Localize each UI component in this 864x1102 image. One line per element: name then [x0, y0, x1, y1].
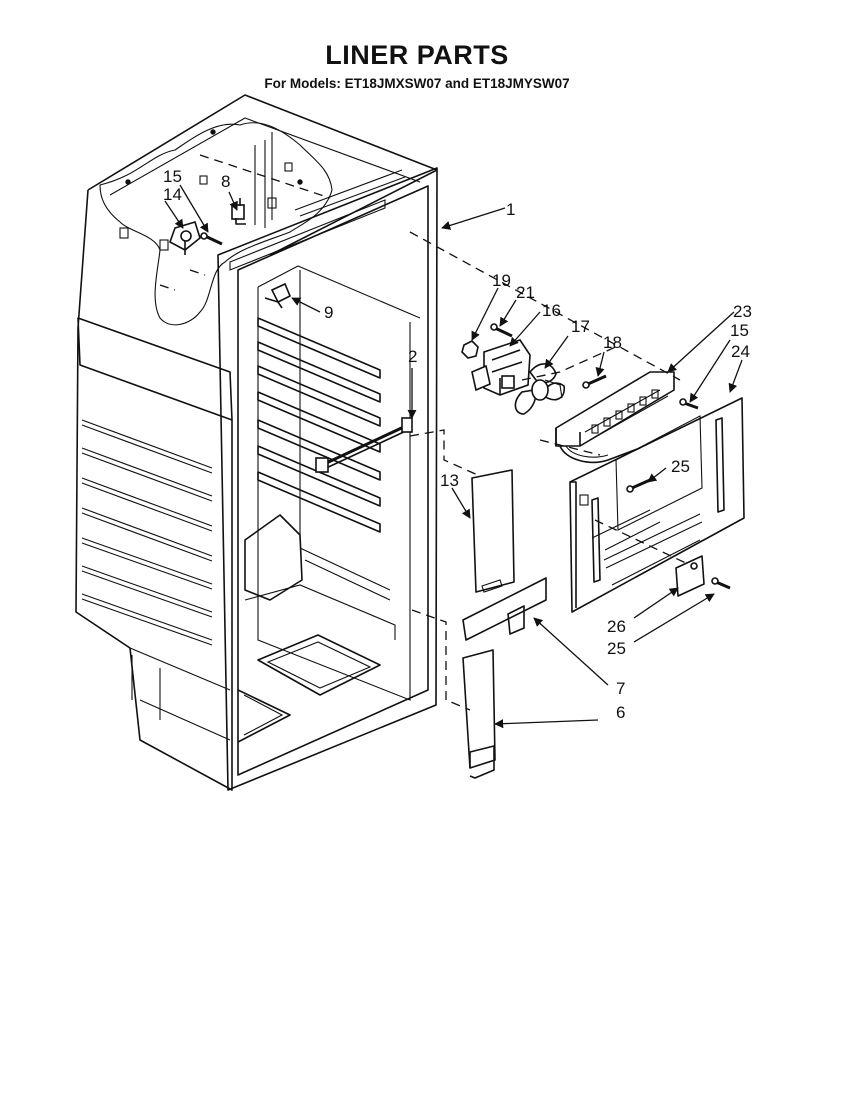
part-9-bracket [264, 282, 292, 309]
part-26-plate [675, 555, 705, 597]
callout-16: 16 [542, 301, 561, 320]
callout-26: 26 [607, 617, 626, 636]
front-flange-outer [217, 167, 438, 791]
callout-23: 23 [733, 302, 752, 321]
callout-7: 7 [616, 679, 625, 698]
callout-2: 2 [408, 347, 417, 366]
callout-19: 19 [492, 271, 511, 290]
part-17-fan-blade [514, 363, 566, 415]
callout-1: 1 [506, 200, 515, 219]
leader-lines [164, 184, 743, 729]
part-21-screw [490, 323, 513, 338]
part-15-screw-top [200, 232, 223, 246]
part-25-screw-upper [626, 478, 651, 493]
part-8-clip [231, 198, 246, 225]
part-13-duct-panel [471, 469, 515, 593]
part-6-lower-duct [462, 649, 496, 779]
callout-8: 8 [221, 172, 230, 191]
front-flange-inner [237, 185, 429, 776]
callout-labels: 1 2 6 7 8 9 13 14 15 15 16 17 18 19 21 2… [163, 167, 752, 722]
part-25-screw-lower [711, 577, 731, 590]
crisper-drawer-recess [257, 634, 381, 696]
callout-17: 17 [571, 317, 590, 336]
callout-21: 21 [516, 283, 535, 302]
part-2-rod [315, 417, 413, 473]
crisper-cover [244, 514, 303, 601]
callout-25-lower: 25 [607, 639, 626, 658]
callout-6: 6 [616, 703, 625, 722]
part-15-screw-right [679, 398, 699, 410]
callout-15-top: 15 [163, 167, 182, 186]
shelf-rails [257, 317, 381, 533]
callout-18: 18 [603, 333, 622, 352]
liner-cabinet [75, 94, 438, 791]
assembly-lines [159, 154, 691, 711]
model-subtitle: For Models: ET18JMXSW07 and ET18JMYSW07 [264, 76, 570, 91]
part-14-control [169, 221, 201, 255]
part-18-screw [582, 374, 607, 389]
part-23-fan-shroud [555, 371, 675, 464]
liner-band [77, 317, 233, 421]
part-24-evaporator-cover [569, 397, 745, 613]
callout-15-right: 15 [730, 321, 749, 340]
callout-25-upper: 25 [671, 457, 690, 476]
part-19-nut [461, 340, 479, 359]
callout-13: 13 [440, 471, 459, 490]
page-title: LINER PARTS [325, 40, 509, 70]
callout-9: 9 [324, 303, 333, 322]
callout-14: 14 [163, 185, 182, 204]
part-16-fan-motor [471, 339, 531, 396]
part-7-bracket-bar [462, 577, 547, 641]
callout-24: 24 [731, 342, 750, 361]
